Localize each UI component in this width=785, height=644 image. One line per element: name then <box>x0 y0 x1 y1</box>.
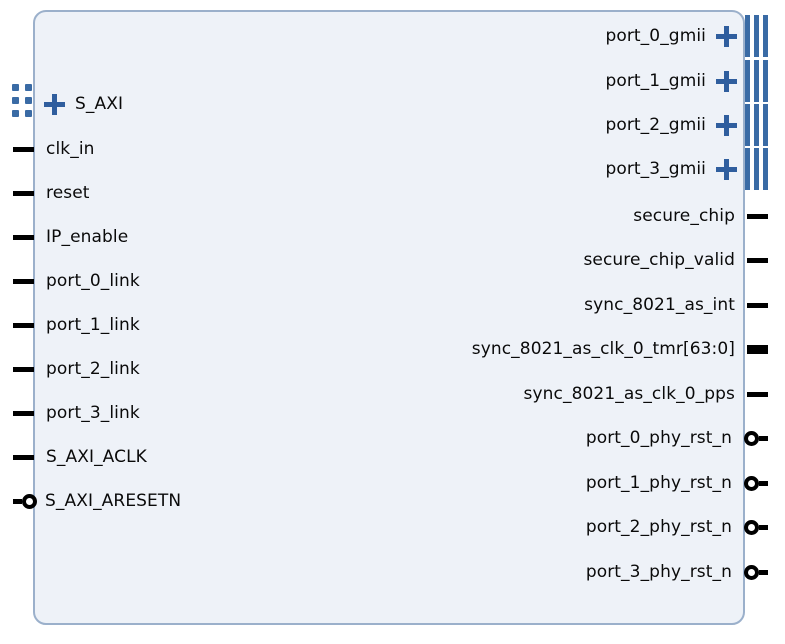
active-low-bubble-icon <box>744 430 759 446</box>
port-label: IP_enable <box>46 226 129 247</box>
pin-stub-scalar[interactable] <box>13 498 22 504</box>
pin-stub-scalar[interactable] <box>13 410 34 416</box>
pin-stub-scalar[interactable] <box>13 190 34 196</box>
active-low-bubble-icon <box>744 564 759 580</box>
pin-stub-scalar[interactable] <box>13 322 34 328</box>
bus-interface-bars-icon <box>745 15 768 57</box>
input-port-clk_in[interactable]: clk_in <box>13 134 95 164</box>
port-label: port_3_gmii <box>605 158 706 179</box>
pin-stub-scalar[interactable] <box>759 480 768 486</box>
port-label: secure_chip_valid <box>583 249 735 270</box>
port-label: sync_8021_as_int <box>584 294 735 315</box>
expand-plus-icon[interactable] <box>716 25 737 47</box>
port-label: S_AXI <box>75 93 124 114</box>
input-port-port_3_link[interactable]: port_3_link <box>13 398 140 428</box>
port-label: port_1_phy_rst_n <box>585 472 732 493</box>
expand-plus-icon[interactable] <box>44 93 65 115</box>
port-label: sync_8021_as_clk_0_pps <box>523 383 735 404</box>
output-port-port_0_gmii[interactable]: port_0_gmii <box>605 15 768 57</box>
pin-stub-scalar[interactable] <box>13 278 34 284</box>
input-port-reset[interactable]: reset <box>13 178 90 208</box>
bus-interface-bars-icon <box>745 104 768 146</box>
port-label: port_2_link <box>46 358 140 379</box>
port-label: port_1_gmii <box>605 70 706 91</box>
port-label: port_0_gmii <box>605 25 706 46</box>
output-port-port_3_phy_rst_n[interactable]: port_3_phy_rst_n <box>586 557 768 587</box>
port-label: S_AXI_ARESETN <box>45 490 182 511</box>
port-label: port_0_phy_rst_n <box>585 427 732 448</box>
port-label: port_0_link <box>46 270 140 291</box>
pin-stub-scalar[interactable] <box>759 569 768 575</box>
port-label: port_1_link <box>46 314 140 335</box>
output-port-port_0_phy_rst_n[interactable]: port_0_phy_rst_n <box>586 423 768 453</box>
input-port-s_axi_aclk[interactable]: S_AXI_ACLK <box>13 442 147 472</box>
pin-stub-scalar[interactable] <box>13 454 34 460</box>
port-label: port_3_phy_rst_n <box>585 561 732 582</box>
bus-interface-bars-icon <box>745 60 768 102</box>
pin-stub-scalar[interactable] <box>13 234 34 240</box>
port-label: sync_8021_as_clk_0_tmr[63:0] <box>471 338 735 359</box>
port-label: port_3_link <box>46 402 140 423</box>
pin-stub-scalar[interactable] <box>747 391 768 397</box>
ip-block-body[interactable] <box>33 10 745 625</box>
active-low-bubble-icon <box>744 475 759 491</box>
pin-stub-scalar[interactable] <box>747 213 768 219</box>
pin-stub-vector[interactable] <box>747 344 768 354</box>
output-port-sync_8021_as_clk_0_pps[interactable]: sync_8021_as_clk_0_pps <box>524 379 768 409</box>
output-port-port_1_phy_rst_n[interactable]: port_1_phy_rst_n <box>586 468 768 498</box>
port-label: reset <box>46 182 90 203</box>
active-low-bubble-icon <box>22 493 37 509</box>
bus-interface-bars-icon <box>745 148 768 190</box>
output-port-sync_8021_as_int[interactable]: sync_8021_as_int <box>584 290 768 320</box>
expand-plus-icon[interactable] <box>716 158 737 180</box>
output-port-port_2_gmii[interactable]: port_2_gmii <box>605 104 768 146</box>
pin-stub-scalar[interactable] <box>759 524 768 530</box>
input-port-port_2_link[interactable]: port_2_link <box>13 354 140 384</box>
port-label: S_AXI_ACLK <box>46 446 147 467</box>
output-port-secure_chip_valid[interactable]: secure_chip_valid <box>583 245 768 275</box>
output-port-port_1_gmii[interactable]: port_1_gmii <box>605 60 768 102</box>
pin-stub-scalar[interactable] <box>13 146 34 152</box>
port-label: clk_in <box>46 138 95 159</box>
port-label: secure_chip <box>633 205 735 226</box>
pin-stub-scalar[interactable] <box>759 435 768 441</box>
output-port-port_3_gmii[interactable]: port_3_gmii <box>605 148 768 190</box>
output-port-sync_8021_as_clk_0_tmr630[interactable]: sync_8021_as_clk_0_tmr[63:0] <box>472 334 768 364</box>
expand-plus-icon[interactable] <box>716 114 737 136</box>
port-label: port_2_gmii <box>605 114 706 135</box>
pin-stub-scalar[interactable] <box>13 366 34 372</box>
pin-stub-scalar[interactable] <box>747 257 768 263</box>
active-low-bubble-icon <box>744 519 759 535</box>
input-port-ip_enable[interactable]: IP_enable <box>13 222 128 252</box>
input-port-s_axi[interactable]: S_AXI <box>12 83 124 119</box>
bus-interface-grid-icon <box>12 83 32 125</box>
input-port-port_0_link[interactable]: port_0_link <box>13 266 140 296</box>
output-port-port_2_phy_rst_n[interactable]: port_2_phy_rst_n <box>586 512 768 542</box>
expand-plus-icon[interactable] <box>716 70 737 92</box>
input-port-port_1_link[interactable]: port_1_link <box>13 310 140 340</box>
pin-stub-scalar[interactable] <box>747 302 768 308</box>
input-port-s_axi_aresetn[interactable]: S_AXI_ARESETN <box>13 486 181 516</box>
output-port-secure_chip[interactable]: secure_chip <box>633 201 768 231</box>
port-label: port_2_phy_rst_n <box>585 516 732 537</box>
